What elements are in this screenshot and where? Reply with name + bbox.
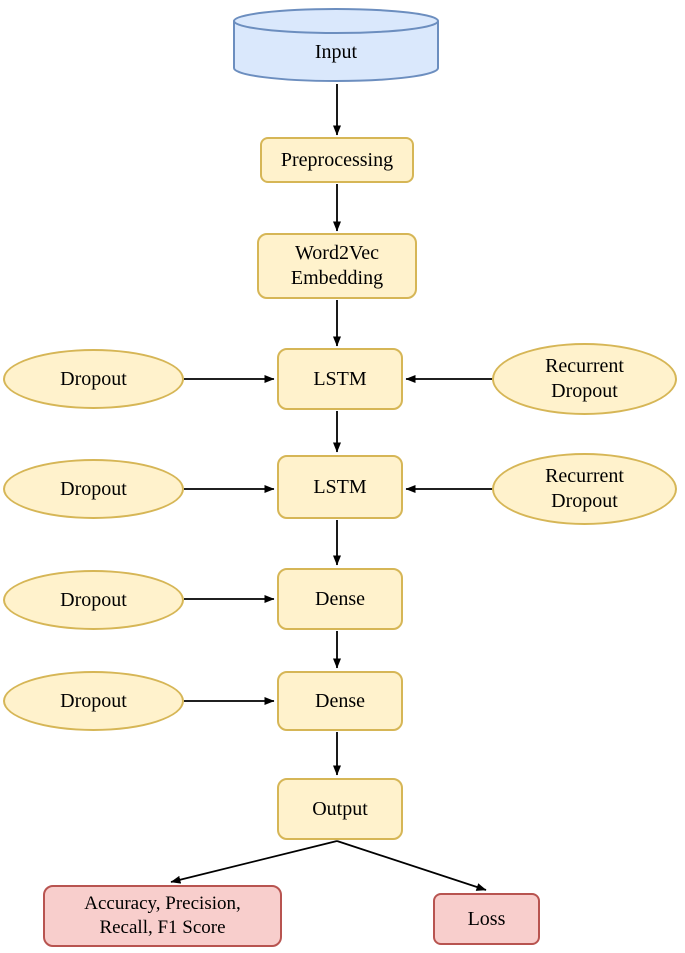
dropout-node-3: Dropout (3, 570, 184, 630)
output-node: Output (277, 778, 403, 840)
word2vec-embedding-node: Word2Vec Embedding (257, 233, 417, 299)
recurrent-dropout-label: Recurrent Dropout (545, 355, 624, 402)
dense-label: Dense (315, 587, 365, 610)
dense-label: Dense (315, 689, 365, 712)
preprocessing-label: Preprocessing (280, 148, 394, 171)
metrics-label: Accuracy, Precision, Recall, F1 Score (84, 893, 241, 938)
dropout-label: Dropout (60, 367, 127, 390)
input-cylinder-node: Input (232, 7, 440, 83)
edge-output-metrics (170, 840, 338, 884)
loss-result-node: Loss (433, 893, 540, 945)
output-label: Output (312, 797, 368, 820)
recurrent-dropout-node-1: Recurrent Dropout (492, 343, 677, 415)
dense-node-2: Dense (277, 671, 403, 731)
lstm-node-2: LSTM (277, 455, 403, 519)
metrics-result-node: Accuracy, Precision, Recall, F1 Score (43, 885, 282, 947)
lstm-node-1: LSTM (277, 348, 403, 410)
dropout-node-2: Dropout (3, 459, 184, 519)
dropout-label: Dropout (60, 477, 127, 500)
dropout-node-1: Dropout (3, 349, 184, 409)
loss-label: Loss (467, 907, 506, 930)
word2vec-embedding-label: Word2Vec Embedding (290, 242, 384, 289)
dense-node-1: Dense (277, 568, 403, 630)
lstm-label: LSTM (313, 475, 367, 498)
dropout-node-4: Dropout (3, 671, 184, 731)
recurrent-dropout-label: Recurrent Dropout (545, 465, 624, 512)
dropout-label: Dropout (60, 689, 127, 712)
edge-output-loss (336, 840, 487, 891)
dropout-label: Dropout (60, 588, 127, 611)
preprocessing-node: Preprocessing (260, 137, 414, 183)
recurrent-dropout-node-2: Recurrent Dropout (492, 453, 677, 525)
input-label: Input (314, 40, 358, 63)
database-cylinder-icon (233, 8, 439, 82)
lstm-label: LSTM (313, 367, 367, 390)
